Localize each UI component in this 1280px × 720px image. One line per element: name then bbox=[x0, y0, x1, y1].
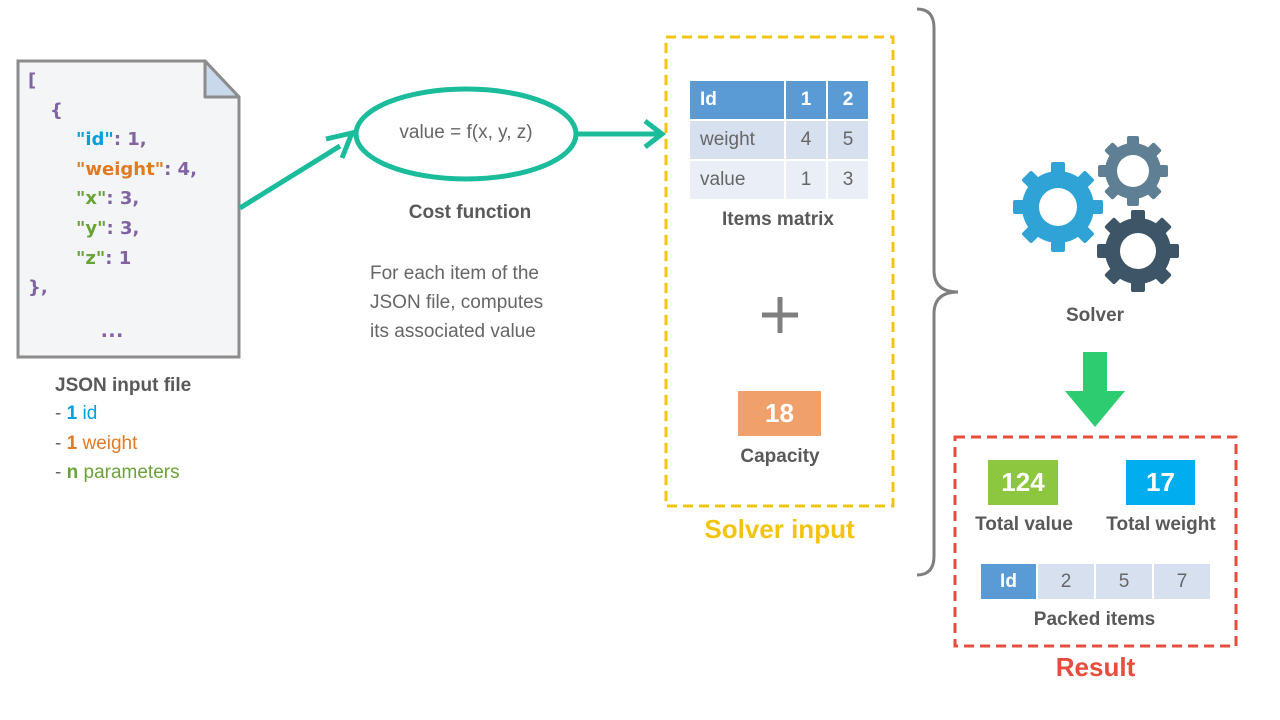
total-weight-box: 17 bbox=[1126, 460, 1195, 505]
packed-items-caption: Packed items bbox=[1033, 609, 1156, 630]
matrix-cell: 4 bbox=[784, 119, 828, 161]
json-legend-item: - 1 weight bbox=[55, 432, 138, 454]
packed-items-row: Id 2 5 7 bbox=[981, 564, 1210, 599]
total-weight-caption: Total weight bbox=[1106, 514, 1216, 535]
gears-icon bbox=[1013, 136, 1179, 292]
down-arrow-icon bbox=[1065, 352, 1125, 427]
json-code-line: "z": 1 bbox=[76, 247, 132, 269]
cost-function-title: Cost function bbox=[408, 202, 532, 223]
curly-brace bbox=[916, 7, 959, 577]
json-code-line: "x": 3, bbox=[76, 188, 140, 210]
items-matrix-table: Id 1 2 weight 4 5 value 1 3 bbox=[688, 79, 870, 201]
json-code-line: "weight": 4, bbox=[76, 158, 197, 180]
matrix-header-cell: Id bbox=[688, 79, 786, 121]
cost-description-line: For each item of the bbox=[370, 263, 539, 284]
solver-caption: Solver bbox=[1065, 305, 1125, 326]
solver-input-title: Solver input bbox=[704, 514, 855, 544]
matrix-row-label: value bbox=[688, 159, 786, 201]
json-code-line: }, bbox=[28, 277, 48, 299]
matrix-header-cell: 1 bbox=[784, 79, 828, 121]
json-legend-item: - n parameters bbox=[55, 462, 180, 483]
capacity-caption: Capacity bbox=[740, 446, 820, 467]
packed-item-cell: 2 bbox=[1036, 564, 1094, 599]
json-code-line: { bbox=[50, 99, 63, 121]
document-fold-icon bbox=[203, 59, 241, 99]
result-title: Result bbox=[1055, 652, 1136, 682]
matrix-cell: 1 bbox=[784, 159, 828, 201]
json-code-line: [ bbox=[28, 70, 37, 91]
total-value-box: 124 bbox=[988, 460, 1058, 505]
arrowhead-json-to-cost bbox=[325, 129, 357, 159]
packed-item-cell: 7 bbox=[1152, 564, 1210, 599]
json-legend-item: - 1 id bbox=[55, 403, 98, 424]
cost-description-line: JSON file, computes bbox=[370, 292, 544, 313]
json-ellipsis: ... bbox=[101, 316, 125, 343]
packed-header-cell: Id bbox=[981, 564, 1036, 599]
solver-input-box bbox=[664, 35, 895, 508]
result-box bbox=[953, 435, 1238, 648]
cost-formula: value = f(x, y, z) bbox=[399, 122, 533, 143]
total-value-caption: Total value bbox=[975, 514, 1073, 535]
capacity-box: 18 bbox=[738, 391, 821, 436]
arrow-json-to-cost bbox=[238, 143, 342, 211]
json-code: [ { "id": 1, "weight": 4, "x": 3, "y": 3, "z":… bbox=[28, 66, 197, 303]
matrix-cell: 5 bbox=[826, 119, 870, 161]
packed-item-cell: 5 bbox=[1094, 564, 1152, 599]
matrix-header-cell: 2 bbox=[826, 79, 870, 121]
json-document-icon bbox=[16, 59, 241, 359]
matrix-row-label: weight bbox=[688, 119, 786, 161]
json-input-caption: JSON input file bbox=[55, 375, 192, 396]
items-matrix-caption: Items matrix bbox=[722, 209, 834, 230]
matrix-cell: 3 bbox=[826, 159, 870, 201]
cost-description-line: its associated value bbox=[370, 321, 536, 342]
arrowhead-cost-to-input bbox=[643, 119, 667, 149]
json-code-line: "id": 1, bbox=[76, 129, 147, 151]
json-code-line: "y": 3, bbox=[76, 217, 140, 239]
